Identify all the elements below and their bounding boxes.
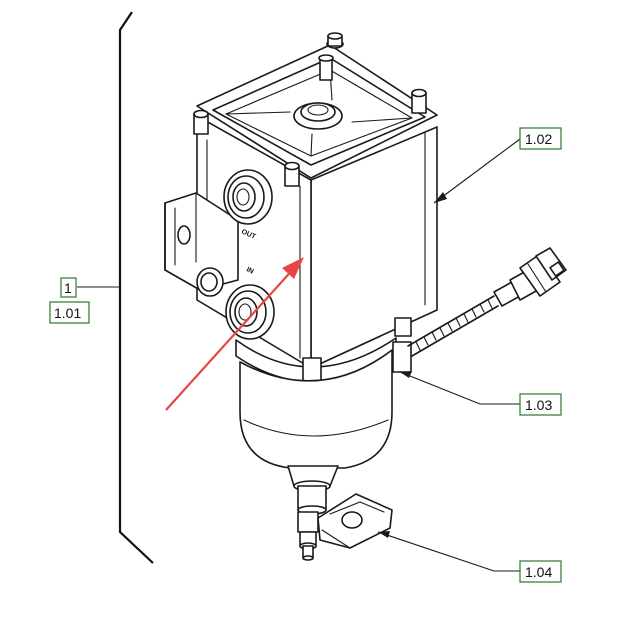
mounting-bracket [164,192,239,291]
svg-text:1.01: 1.01 [54,305,81,321]
filter-head [193,32,438,369]
svg-text:1.04: 1.04 [525,564,552,580]
red-arrow [165,257,304,411]
callout-hose: 1.03 [519,393,562,416]
leader-lines [377,138,521,572]
svg-text:1.03: 1.03 [525,397,552,413]
hose-ribs [415,299,493,351]
callout-drain-valve: 1.04 [519,560,562,583]
svg-text:1.02: 1.02 [525,131,552,147]
assembly-bracket [118,11,154,564]
sensor-hose [392,247,567,373]
inlet-ports: OUT IN [196,169,275,340]
drain-valve-handle [317,493,393,549]
svg-text:1: 1 [64,280,72,296]
callout-housing: 1.01 [49,301,90,324]
callout-assembly: 1 [60,277,77,298]
port-stamp-bottom: IN [245,266,254,275]
callout-bowl: 1.02 [519,127,562,150]
